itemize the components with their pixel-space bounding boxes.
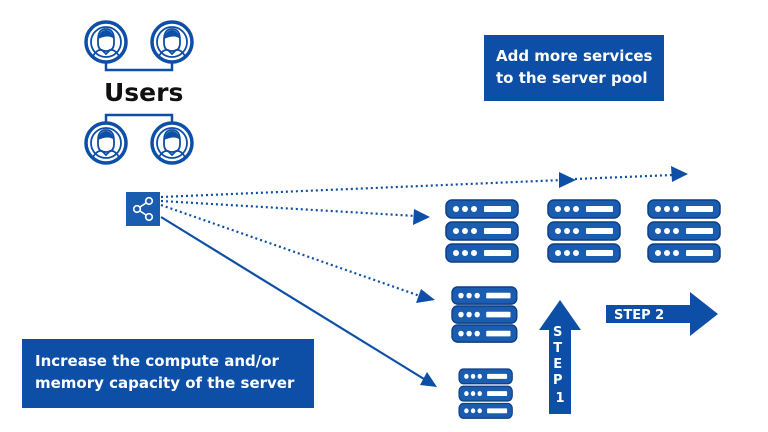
callout-line: memory capacity of the server	[35, 374, 295, 392]
server-rack-icon	[458, 368, 513, 419]
share-icon	[126, 192, 160, 226]
step2-arrow: STEP 2	[606, 292, 718, 336]
user-avatar-icon	[84, 20, 128, 64]
callout-line: Add more services	[496, 47, 653, 65]
users-group	[84, 20, 194, 165]
step2-label: STEP 2	[614, 308, 664, 323]
scale-out-callout: Add more services to the server pool	[484, 35, 664, 101]
solid-arrow	[160, 216, 437, 387]
callout-line: to the server pool	[496, 69, 648, 87]
user-avatar-icon	[150, 20, 194, 64]
arrow-to-server-3-cont	[574, 173, 674, 181]
server-rack-icon	[445, 199, 519, 263]
server-rack-icon	[547, 199, 621, 263]
dotted-arrows	[160, 173, 674, 298]
step1-arrow: S T E P 1	[539, 300, 581, 414]
step1-label: S T E P 1	[553, 325, 567, 406]
user-connector-bottom	[104, 113, 174, 123]
arrow-to-server-1	[160, 199, 417, 218]
arrow-to-medium-server	[160, 203, 421, 298]
server-rack-icon	[647, 199, 721, 263]
server-rack-icon	[451, 286, 518, 343]
scale-up-callout: Increase the compute and/or memory capac…	[22, 339, 314, 408]
users-label: Users	[104, 78, 184, 107]
user-avatar-icon	[84, 121, 128, 165]
dotted-arrowheads	[413, 166, 688, 303]
user-avatar-icon	[150, 121, 194, 165]
arrow-to-server-3	[160, 178, 564, 199]
callout-line: Increase the compute and/or	[35, 352, 279, 370]
user-connector-top	[104, 62, 174, 72]
